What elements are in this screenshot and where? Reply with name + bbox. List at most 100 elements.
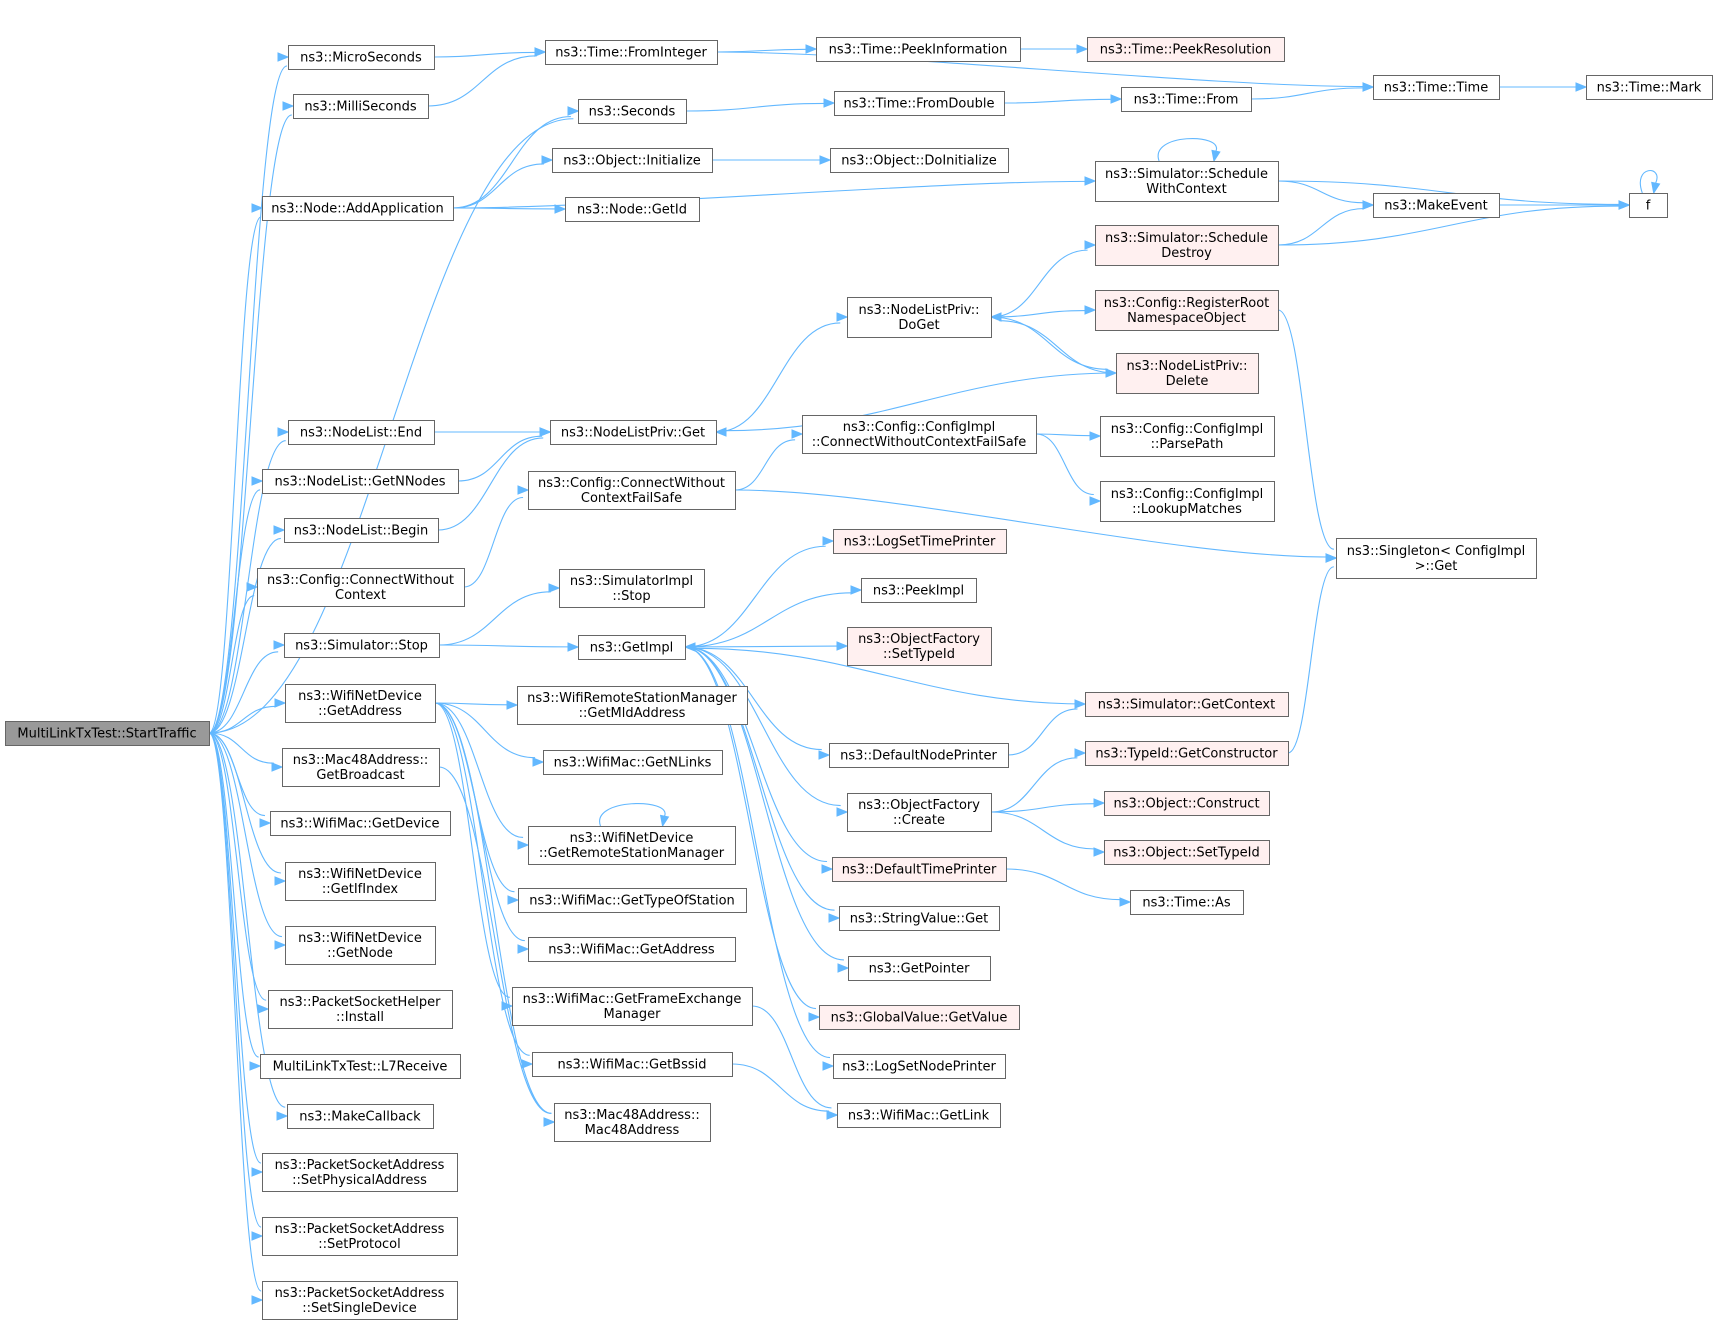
node-macGetBroadcast[interactable]: ns3::Mac48Address::GetBroadcast <box>282 748 440 787</box>
edge-cfgImplCwcfs-to-cfgImplLookup <box>1035 433 1102 506</box>
edge-getImpl-to-peekImpl <box>684 585 863 648</box>
node-getPointer[interactable]: ns3::GetPointer <box>848 956 991 981</box>
node-defaultTimePrinter[interactable]: ns3::DefaultTimePrinter <box>832 857 1007 882</box>
node-label: ::SetProtocol <box>318 1237 401 1252</box>
node-ofCreate[interactable]: ns3::ObjectFactory::Create <box>847 793 992 832</box>
node-cfgConnWoCtxFS[interactable]: ns3::Config::ConnectWithoutContextFailSa… <box>528 471 736 510</box>
node-timeMark[interactable]: ns3::Time::Mark <box>1586 75 1713 100</box>
node-box <box>1085 741 1289 766</box>
node-wmGetDevice[interactable]: ns3::WifiMac::GetDevice <box>270 811 451 836</box>
node-wmGetAddress[interactable]: ns3::WifiMac::GetAddress <box>528 937 736 962</box>
node-nodeListBegin[interactable]: ns3::NodeList::Begin <box>284 518 439 543</box>
edge-f-to-f <box>1639 170 1661 195</box>
node-timeTime[interactable]: ns3::Time::Time <box>1373 75 1500 100</box>
node-wmGetBssid[interactable]: ns3::WifiMac::GetBssid <box>532 1052 733 1077</box>
node-timePeekInfo[interactable]: ns3::Time::PeekInformation <box>816 37 1021 62</box>
node-simStop[interactable]: ns3::Simulator::Stop <box>284 633 440 658</box>
node-box <box>834 91 1005 116</box>
node-box <box>837 1103 1001 1128</box>
node-box <box>288 45 435 70</box>
node-wmGetLink[interactable]: ns3::WifiMac::GetLink <box>837 1103 1001 1128</box>
node-label: ns3::Simulator::GetContext <box>1098 698 1275 713</box>
node-wmGetNLinks[interactable]: ns3::WifiMac::GetNLinks <box>543 750 723 775</box>
node-typeIdGetCtor[interactable]: ns3::TypeId::GetConstructor <box>1085 741 1289 766</box>
node-label: ns3::PacketSocketHelper <box>279 995 441 1010</box>
node-nodeListGetN[interactable]: ns3::NodeList::GetNNodes <box>262 469 459 494</box>
node-l7Receive[interactable]: MultiLinkTxTest::L7Receive <box>260 1054 461 1079</box>
node-box <box>1116 353 1259 394</box>
node-wndGetIfIndex[interactable]: ns3::WifiNetDevice::GetIfIndex <box>285 862 436 901</box>
node-logSetTimePrinter[interactable]: ns3::LogSetTimePrinter <box>833 529 1007 554</box>
node-box <box>550 420 717 445</box>
node-f[interactable]: f <box>1629 193 1668 218</box>
node-objConstruct[interactable]: ns3::Object::Construct <box>1104 791 1270 816</box>
node-simGetContext[interactable]: ns3::Simulator::GetContext <box>1085 692 1289 717</box>
node-objDoInit[interactable]: ns3::Object::DoInitialize <box>830 148 1009 173</box>
node-nlpDoGet[interactable]: ns3::NodeListPriv::DoGet <box>847 297 992 338</box>
edge-objInit-to-objDoInit <box>711 155 832 165</box>
node-box <box>262 1153 458 1192</box>
node-wndGetRsm[interactable]: ns3::WifiNetDevice::GetRemoteStationMana… <box>528 826 736 865</box>
node-label: ::SetTypeId <box>883 647 955 662</box>
node-timeFrom[interactable]: ns3::Time::From <box>1121 87 1252 112</box>
edge-wndGetAddress-to-wrsmGetMld <box>434 700 519 710</box>
node-box <box>285 926 436 965</box>
node-nlpGet[interactable]: ns3::NodeListPriv::Get <box>550 420 717 445</box>
node-wndGetNode[interactable]: ns3::WifiNetDevice::GetNode <box>285 926 436 965</box>
node-cfgImplParse[interactable]: ns3::Config::ConfigImpl::ParsePath <box>1100 416 1275 457</box>
node-timeFromInteger[interactable]: ns3::Time::FromInteger <box>545 40 718 65</box>
node-box <box>517 686 748 725</box>
node-wrsmGetMld[interactable]: ns3::WifiRemoteStationManager::GetMldAdd… <box>517 686 748 725</box>
node-gvGetValue[interactable]: ns3::GlobalValue::GetValue <box>819 1005 1020 1030</box>
node-psaSetProto[interactable]: ns3::PacketSocketAddress::SetProtocol <box>262 1217 458 1256</box>
node-wmGetTypeOfStation[interactable]: ns3::WifiMac::GetTypeOfStation <box>518 888 747 913</box>
node-logSetNodePrinter[interactable]: ns3::LogSetNodePrinter <box>833 1054 1006 1079</box>
node-microseconds[interactable]: ns3::MicroSeconds <box>288 45 435 70</box>
node-label: ::SetPhysicalAddress <box>292 1173 427 1188</box>
node-label: ::GetRemoteStationManager <box>539 846 725 861</box>
node-timeAs[interactable]: ns3::Time::As <box>1130 890 1244 915</box>
node-pshInstall[interactable]: ns3::PacketSocketHelper::Install <box>268 990 453 1029</box>
node-psaSetSingle[interactable]: ns3::PacketSocketAddress::SetSingleDevic… <box>262 1281 458 1320</box>
edge-timeTime-to-timeMark <box>1499 82 1588 92</box>
node-label: ns3::LogSetNodePrinter <box>842 1060 996 1075</box>
node-cfgImplLookup[interactable]: ns3::Config::ConfigImpl::LookupMatches <box>1100 481 1275 522</box>
edge-cfgConnWoCtx-to-cfgConnWoCtxFS <box>463 485 530 588</box>
node-wndGetAddress[interactable]: ns3::WifiNetDevice::GetAddress <box>285 684 436 723</box>
node-ofSetTypeId[interactable]: ns3::ObjectFactory::SetTypeId <box>847 627 992 666</box>
node-peekImpl[interactable]: ns3::PeekImpl <box>861 578 977 603</box>
node-label: ns3::GlobalValue::GetValue <box>831 1011 1008 1026</box>
node-singletonGet[interactable]: ns3::Singleton< ConfigImpl >::Get <box>1336 538 1537 579</box>
node-simImplStop[interactable]: ns3::SimulatorImpl::Stop <box>559 569 705 608</box>
node-box <box>554 1103 711 1142</box>
node-stringValueGet[interactable]: ns3::StringValue::Get <box>839 906 1000 931</box>
node-milliseconds[interactable]: ns3::MilliSeconds <box>293 94 429 119</box>
node-timeFromDouble[interactable]: ns3::Time::FromDouble <box>834 91 1005 116</box>
node-label: Mac48Address <box>585 1123 680 1138</box>
node-root[interactable]: MultiLinkTxTest::StartTraffic <box>5 721 210 746</box>
node-nodeListEnd[interactable]: ns3::NodeList::End <box>288 420 435 445</box>
edge-nodeListBegin-to-nlpGet <box>437 427 552 531</box>
node-mac48Ctor[interactable]: ns3::Mac48Address::Mac48Address <box>554 1103 711 1142</box>
node-timePeekRes[interactable]: ns3::Time::PeekResolution <box>1087 37 1285 62</box>
node-nodeGetId[interactable]: ns3::Node::GetId <box>565 197 700 222</box>
node-makeEvent[interactable]: ns3::MakeEvent <box>1373 193 1500 218</box>
node-makeCallback[interactable]: ns3::MakeCallback <box>287 1104 434 1129</box>
node-getImpl[interactable]: ns3::GetImpl <box>578 635 686 660</box>
node-label: ::SetSingleDevice <box>302 1301 417 1316</box>
node-nlpDelete[interactable]: ns3::NodeListPriv::Delete <box>1116 353 1259 394</box>
node-seconds[interactable]: ns3::Seconds <box>578 99 687 124</box>
node-psaSetPhys[interactable]: ns3::PacketSocketAddress::SetPhysicalAdd… <box>262 1153 458 1192</box>
node-cfgImplCwcfs[interactable]: ns3::Config::ConfigImpl::ConnectWithoutC… <box>802 415 1037 454</box>
node-cfgConnWoCtx[interactable]: ns3::Config::ConnectWithoutContext <box>257 568 465 607</box>
node-objInit[interactable]: ns3::Object::Initialize <box>552 148 713 173</box>
node-label: Destroy <box>1161 246 1212 261</box>
node-label: ns3::Config::ConfigImpl <box>843 420 996 435</box>
node-defaultNodePrinter[interactable]: ns3::DefaultNodePrinter <box>829 743 1009 768</box>
node-objSetTypeId[interactable]: ns3::Object::SetTypeId <box>1104 840 1270 865</box>
node-nodeAddApp[interactable]: ns3::Node::AddApplication <box>262 196 454 221</box>
